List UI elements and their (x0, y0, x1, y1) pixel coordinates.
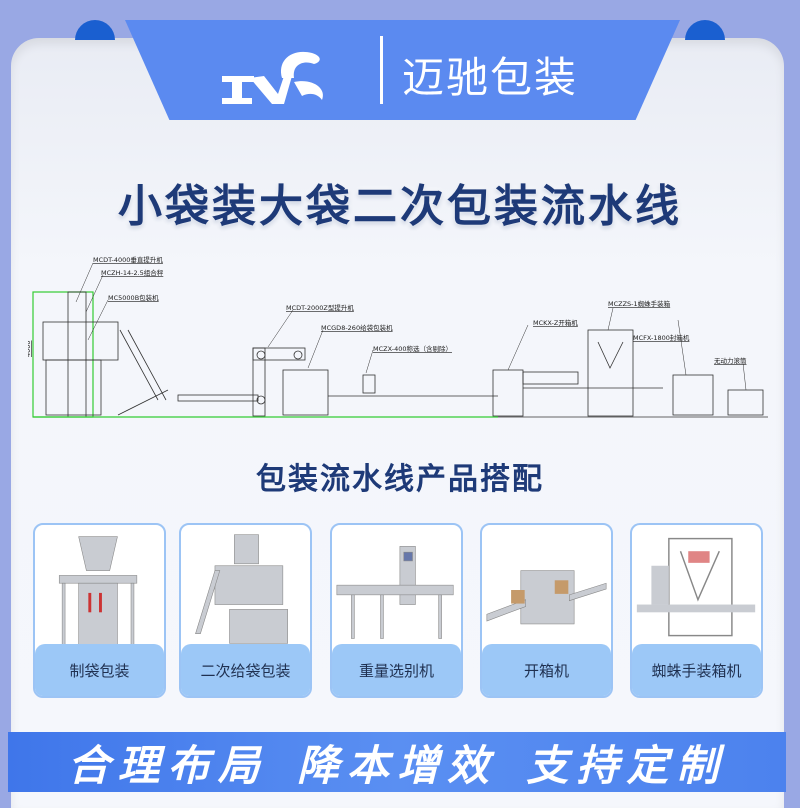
checkweigher-image (336, 546, 454, 639)
product-label: 制袋包装 (35, 644, 164, 696)
brand-name: 迈驰包装 (402, 53, 579, 102)
product-label: 开箱机 (482, 644, 611, 696)
delta-robot-packer-image (636, 537, 756, 637)
section-subtitle: 包装流水线产品搭配 (256, 462, 544, 497)
product-label: 蜘蛛手装箱机 (632, 644, 761, 696)
product-card[interactable]: 二次给袋包装 (179, 523, 312, 698)
diagram-label: MCZH-14-2.5组合秤 (101, 268, 164, 277)
logo-divider (380, 36, 383, 104)
header-ribbon (125, 20, 680, 120)
production-line-diagram: 4000 MCDT-4000垂直提升机 MCZH-14-2.5组合秤 MC500… (28, 255, 768, 418)
case-erector-image (486, 570, 607, 625)
bagging-machine-image (58, 536, 138, 647)
diagram-label: MCZZS-1蜘蛛手装箱 (608, 299, 671, 308)
product-card[interactable]: 重量选别机 (330, 523, 463, 698)
ribbon-fold (75, 20, 115, 40)
diagram-label: MCZX-400称选（含剔除） (373, 344, 452, 353)
slogan-bar: 合理布局 降本增效 支持定制 (8, 732, 786, 792)
slogan: 降本增效 (296, 740, 497, 790)
product-card[interactable]: 开箱机 (480, 523, 613, 698)
page-title: 小袋装大袋二次包装流水线 (118, 181, 682, 232)
diagram-label: MCKX-Z开箱机 (533, 318, 578, 327)
pouch-packing-machine-image (195, 534, 288, 644)
slogan: 合理布局 (67, 740, 268, 790)
diagram-label: MC5000B包装机 (108, 293, 159, 302)
product-card[interactable]: 蜘蛛手装箱机 (630, 523, 763, 698)
diagram-label: MCFX-1800封箱机 (633, 333, 690, 342)
dimension-label: 4000 (28, 340, 32, 357)
diagram-label: 无动力滚筒 (714, 356, 747, 365)
product-label: 二次给袋包装 (181, 644, 310, 696)
diagram-label: MCGD8-260给袋包装机 (321, 323, 393, 332)
diagram-label: MCDT-4000垂直提升机 (93, 255, 163, 264)
brand-logo-icon (222, 51, 323, 104)
diagram-label: MCDT-2000Z型提升机 (286, 303, 354, 312)
product-card[interactable]: 制袋包装 (33, 523, 166, 698)
product-label: 重量选别机 (332, 644, 461, 696)
slogan: 支持定制 (526, 740, 727, 790)
ribbon-fold (685, 20, 725, 40)
